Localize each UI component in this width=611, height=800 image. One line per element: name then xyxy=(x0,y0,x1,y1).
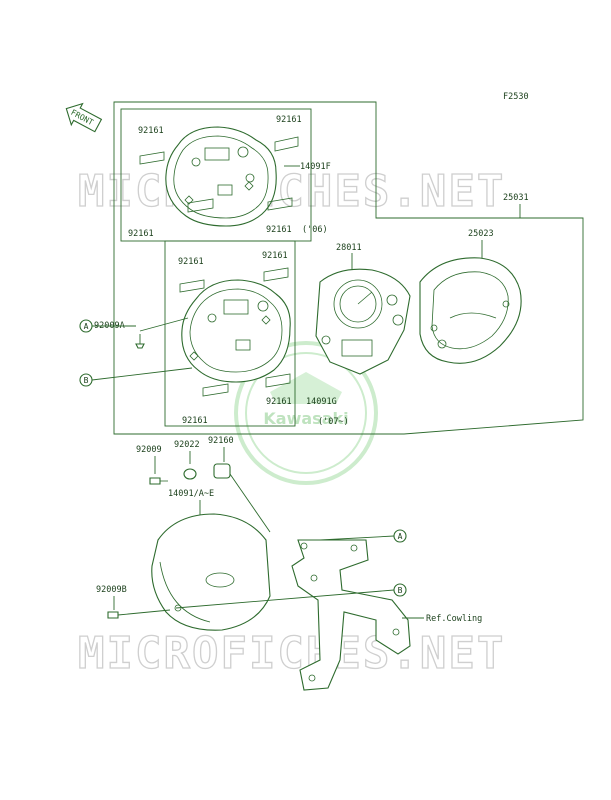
lower-box xyxy=(164,240,296,427)
label-28011: 28011 xyxy=(336,243,362,253)
speedometer xyxy=(315,268,411,375)
callout-b-lower-letter: B xyxy=(398,586,403,595)
label-92161: 92161 xyxy=(138,126,164,136)
watermark-bottom: MICROFICHES.NET xyxy=(78,628,505,679)
decal xyxy=(267,197,293,211)
label-92009b: 92009B xyxy=(96,585,127,595)
label-92161: 92161 xyxy=(266,225,292,235)
callout-b-lower xyxy=(393,583,407,597)
label-92160: 92160 xyxy=(208,436,234,446)
label-92161: 92161 xyxy=(178,257,204,267)
label-92161: 92161 xyxy=(128,229,154,239)
callout-b-letter: B xyxy=(84,376,89,385)
grommet-icon xyxy=(213,463,231,479)
label-14091g: 14091G xyxy=(306,397,337,407)
kawasaki-logo-text: Kawasaki xyxy=(263,409,348,428)
label-14091-a-e: 14091/A~E xyxy=(168,489,214,499)
bolt-icon xyxy=(107,611,119,619)
upper-meter-case xyxy=(165,126,277,227)
kawasaki-logo: Kawasaki xyxy=(234,341,378,485)
callout-a-letter: A xyxy=(84,322,89,331)
label-92161: 92161 xyxy=(262,251,288,261)
meter-bracket xyxy=(291,539,411,691)
callout-a-lower-letter: A xyxy=(398,532,403,541)
callout-a-lower xyxy=(393,529,407,543)
label-note-07: ('07~) xyxy=(318,417,349,427)
decal xyxy=(265,373,291,388)
lower-meter-case xyxy=(181,279,291,383)
label-note-06: ('06) xyxy=(302,225,328,235)
meter-back-cover xyxy=(151,513,271,631)
figure-code: F2530 xyxy=(503,92,529,102)
label-92161: 92161 xyxy=(276,115,302,125)
decal xyxy=(179,279,205,293)
meter-cover xyxy=(419,257,522,364)
label-92161: 92161 xyxy=(266,397,292,407)
label-92022: 92022 xyxy=(174,440,200,450)
decal xyxy=(274,136,299,152)
decal xyxy=(187,198,214,213)
bolt-icon xyxy=(149,477,161,485)
label-ref-cowling: Ref.Cowling xyxy=(426,614,482,624)
label-92161: 92161 xyxy=(182,416,208,426)
decal xyxy=(202,383,229,397)
front-arrow-icon: FRONT xyxy=(65,102,103,133)
decal xyxy=(263,267,289,282)
assembly-outline xyxy=(113,101,584,435)
washer-icon xyxy=(183,468,197,480)
label-25023: 25023 xyxy=(468,229,494,239)
label-92009: 92009 xyxy=(136,445,162,455)
decal xyxy=(139,151,165,165)
screw-icon xyxy=(135,343,145,349)
label-25031: 25031 xyxy=(503,193,529,203)
watermark-top: MICROFICHES.NET xyxy=(78,166,505,217)
label-14091f: 14091F xyxy=(300,162,331,172)
